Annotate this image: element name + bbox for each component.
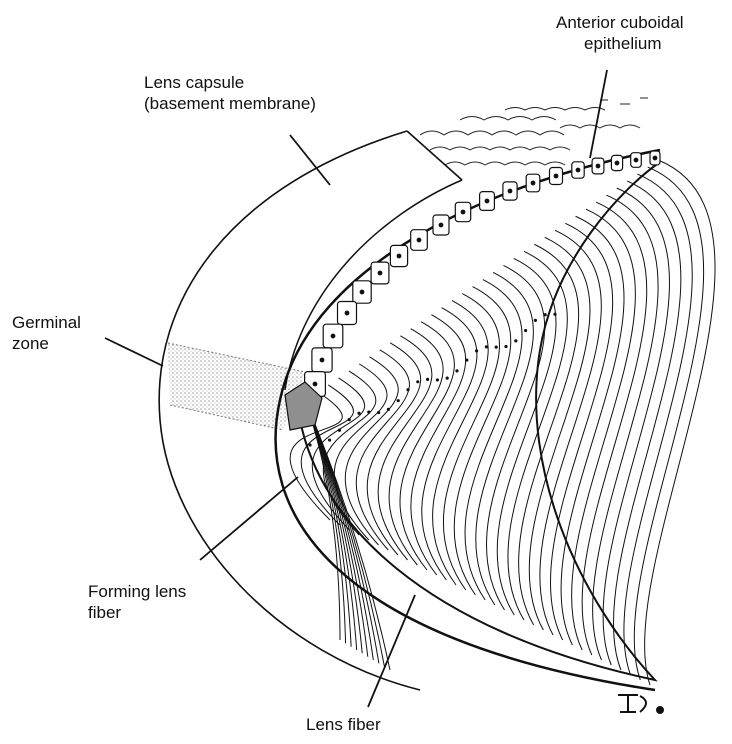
leader-lens-capsule [290, 135, 330, 185]
cell-nucleus [417, 238, 421, 242]
cell-nucleus [615, 161, 619, 165]
lens-fiber-strand [465, 280, 522, 600]
lens-fiber-strand [476, 272, 534, 605]
lens-fiber-strand [593, 195, 659, 660]
fiber-nucleus [387, 408, 390, 411]
fiber-nucleus [534, 319, 537, 322]
cell-nucleus [531, 181, 535, 185]
lens-fiber-strand [624, 174, 692, 675]
cell-nucleus [576, 168, 580, 172]
label-germinal-zone: Germinal zone [12, 312, 81, 354]
cell-nucleus [485, 199, 489, 203]
cell-nucleus [320, 358, 324, 362]
lens-fiber-strand [422, 308, 477, 580]
leader-anterior-epithelium [590, 70, 607, 158]
fiber-nucleus [377, 411, 380, 414]
leader-lens-fiber [368, 595, 415, 707]
cell-nucleus [397, 254, 401, 258]
lens-fiber-strand [582, 202, 647, 655]
cell-nucleus [331, 334, 335, 338]
cell-nucleus [439, 223, 443, 227]
lens-fiber-strand [572, 209, 636, 650]
fiber-nucleus [553, 313, 556, 316]
cell-nucleus [596, 164, 600, 168]
leader-forming-fiber [200, 477, 298, 560]
cell-nucleus [653, 156, 657, 160]
fiber-nucleus [397, 399, 400, 402]
lens-fiber-strand [443, 294, 499, 590]
fiber-nucleus [406, 388, 409, 391]
lens-fiber-strand [345, 357, 398, 545]
cell-nucleus [378, 271, 382, 275]
lens-fiber-strand [519, 244, 579, 625]
capsule-inner-boundary [276, 150, 660, 690]
cell-nucleus [461, 210, 465, 214]
cell-nucleus [345, 311, 349, 315]
fiber-nucleus [544, 313, 547, 316]
artist-signature [618, 695, 663, 713]
cell-nucleus [508, 189, 512, 193]
lens-fiber-strand [454, 287, 511, 595]
fiber-nucleus [367, 411, 370, 414]
fiber-nucleus [318, 443, 321, 446]
fiber-nucleus [514, 339, 517, 342]
capsule-top-edge [407, 131, 462, 180]
fiber-nucleus [524, 329, 527, 332]
fiber-nucleus [504, 345, 507, 348]
fiber-nucleus [348, 418, 351, 421]
fiber-nucleus [485, 345, 488, 348]
fiber-nucleus [426, 378, 429, 381]
fiber-nucleus [357, 412, 360, 415]
lens-fiber-strand [613, 181, 680, 670]
fiber-nucleus [436, 378, 439, 381]
cell-nucleus [360, 290, 364, 294]
fiber-nucleus [308, 443, 311, 446]
lens-fiber-strand [411, 315, 466, 575]
lens-fiber-strand [634, 167, 703, 680]
epithelial-cells [305, 151, 660, 396]
fiber-nucleus [446, 377, 449, 380]
cell-nucleus [313, 382, 317, 386]
fiber-nucleus [338, 429, 341, 432]
cell-nucleus [634, 158, 638, 162]
label-lens-capsule: Lens capsule (basement membrane) [144, 72, 316, 114]
leader-germinal-zone [105, 338, 163, 366]
lens-fiber-strand [603, 188, 669, 665]
fiber-nucleus [455, 369, 458, 372]
label-lens-fiber: Lens fiber [306, 714, 381, 735]
lens-fiber-strand [561, 216, 624, 645]
label-forming-lens-fiber: Forming lens fiber [88, 581, 186, 623]
fiber-nucleus [475, 349, 478, 352]
lens-fiber-strand [497, 258, 556, 615]
cell-nucleus [554, 174, 558, 178]
fiber-nuclei [308, 313, 556, 447]
fiber-nucleus [495, 345, 498, 348]
label-anterior-epithelium: Anterior cuboidal epithelium [556, 12, 684, 54]
lens-fibers [290, 160, 715, 685]
fiber-mass-outline [300, 162, 660, 680]
fiber-nucleus [328, 438, 331, 441]
fiber-nucleus [465, 358, 468, 361]
fiber-nucleus [416, 380, 419, 383]
